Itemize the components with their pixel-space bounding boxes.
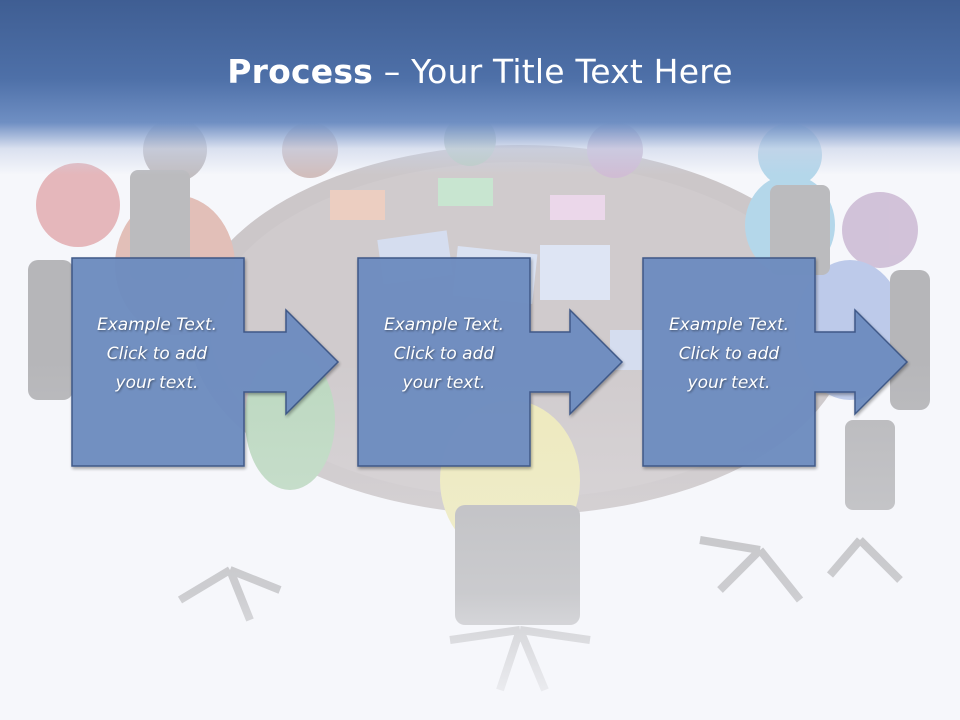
step-text-line: Click to add xyxy=(393,344,495,364)
step-text-line: Click to add xyxy=(678,344,780,364)
step-text-line: Example Text. xyxy=(668,315,790,335)
process-step-2-arrow[interactable] xyxy=(357,257,624,467)
step-text-line: Click to add xyxy=(106,344,208,364)
process-step-3-arrow[interactable] xyxy=(642,257,909,467)
step-text-line: your text. xyxy=(402,373,486,393)
process-step-3-text[interactable]: Example Text. Click to add your text. xyxy=(644,311,814,398)
step-text-line: your text. xyxy=(115,373,199,393)
step-text-line: Example Text. xyxy=(383,315,505,335)
step-text-line: Example Text. xyxy=(96,315,218,335)
process-step-1-arrow[interactable] xyxy=(71,257,340,467)
step-text-line: your text. xyxy=(687,373,771,393)
process-step-1-text[interactable]: Example Text. Click to add your text. xyxy=(72,311,242,398)
slide-title[interactable]: Process – Your Title Text Here xyxy=(0,52,960,91)
process-step-2-text[interactable]: Example Text. Click to add your text. xyxy=(359,311,529,398)
title-band xyxy=(0,0,960,175)
title-bold-part: Process xyxy=(227,52,374,91)
title-rest-part: – Your Title Text Here xyxy=(373,52,733,91)
